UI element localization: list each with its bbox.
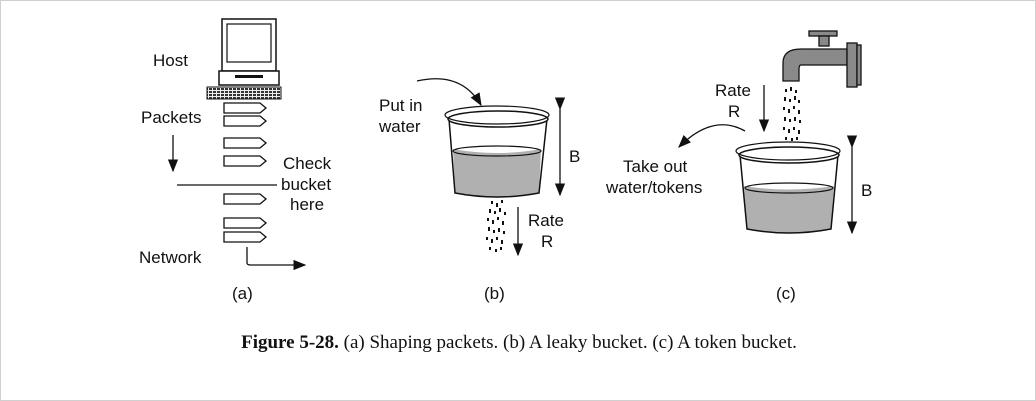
packet — [223, 137, 268, 149]
take-out-label-line-1: Take out — [623, 157, 688, 176]
capacity-b-label: B — [569, 147, 580, 166]
check-label-line-3: here — [290, 195, 324, 214]
packet — [223, 217, 268, 229]
caption-text: (a) Shaping packets. (b) A leaky bucket.… — [343, 332, 797, 353]
rate-label-line-2: R — [541, 232, 553, 251]
caption-number: Figure 5-28. — [241, 332, 339, 353]
check-label-line-2: bucket — [281, 175, 331, 194]
faucet-icon — [782, 30, 862, 88]
host-label: Host — [153, 51, 188, 70]
rate-label-line-1: Rate — [528, 211, 564, 230]
capacity-b-label: B — [861, 181, 872, 200]
packet — [223, 102, 268, 114]
check-label-line-1: Check — [283, 154, 332, 173]
packet — [223, 155, 268, 167]
network-arrow-icon — [246, 247, 307, 271]
panel-b: Put in water B — [378, 78, 580, 303]
packet — [223, 193, 268, 205]
take-out-label-line-2: water/tokens — [605, 178, 702, 197]
take-out-arrow-icon — [678, 124, 746, 148]
packet — [223, 115, 268, 127]
leaky-bucket-icon — [444, 105, 550, 198]
token-bucket-icon — [735, 141, 841, 234]
panel-c: Rate R Take out water/tokens B (c) — [605, 30, 872, 303]
figure-diagram: Host Packets Network Check bucket here — [139, 18, 872, 303]
pour-in-arrow-icon — [416, 78, 482, 107]
panel-a: Host Packets Network Check bucket here — [139, 18, 332, 303]
leak-water-icon — [486, 200, 506, 252]
rate-label-line-1: Rate — [715, 81, 751, 100]
put-in-label-line-2: water — [378, 117, 421, 136]
packet — [223, 231, 268, 243]
faucet-water-icon — [783, 87, 801, 141]
rate-label-line-2: R — [728, 102, 740, 121]
host-computer-icon — [206, 18, 282, 100]
packets-label: Packets — [141, 108, 201, 127]
packet-stream — [223, 102, 268, 243]
figure-caption: Figure 5-28. (a) Shaping packets. (b) A … — [1, 332, 1035, 354]
panel-c-label: (c) — [776, 284, 796, 303]
put-in-label-line-1: Put in — [379, 96, 422, 115]
panel-a-label: (a) — [232, 284, 253, 303]
panel-b-label: (b) — [484, 284, 505, 303]
network-label: Network — [139, 248, 202, 267]
